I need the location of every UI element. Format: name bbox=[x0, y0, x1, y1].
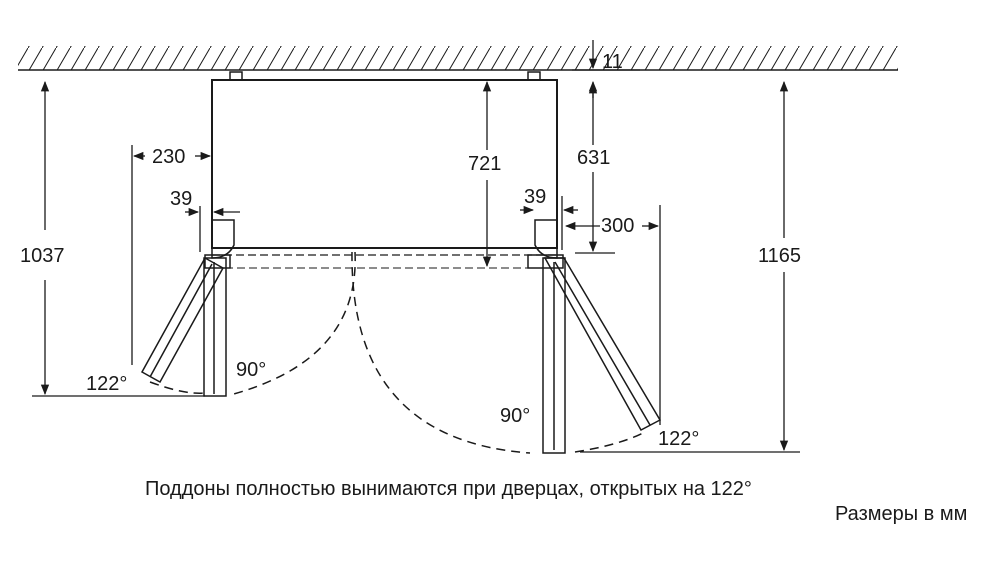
label-122-left: 122° bbox=[86, 373, 127, 395]
label-1165: 1165 bbox=[758, 245, 801, 267]
left-door-122 bbox=[140, 256, 225, 384]
refrigerator-cabinet bbox=[211, 71, 560, 269]
dimension-lines bbox=[32, 40, 800, 453]
right-hinge bbox=[527, 219, 564, 269]
label-122-right: 122° bbox=[658, 428, 699, 450]
label-230: 230 bbox=[152, 146, 185, 168]
left-door-90 bbox=[203, 257, 227, 397]
label-39-left: 39 bbox=[170, 188, 192, 210]
label-11: 11 bbox=[602, 51, 623, 73]
door-swing-arcs bbox=[149, 251, 646, 454]
label-631: 631 bbox=[577, 147, 610, 169]
label-721: 721 bbox=[468, 153, 501, 175]
caption-trays-note: Поддоны полностью вынимаются при дверцах… bbox=[145, 478, 752, 500]
label-300: 300 bbox=[601, 215, 634, 237]
label-1037: 1037 bbox=[20, 245, 65, 267]
wall bbox=[18, 46, 898, 71]
label-90-left: 90° bbox=[236, 359, 266, 381]
label-39-right: 39 bbox=[524, 186, 546, 208]
right-door-122 bbox=[543, 257, 662, 432]
label-90-right: 90° bbox=[500, 405, 530, 427]
caption-units: Размеры в мм bbox=[835, 503, 968, 525]
